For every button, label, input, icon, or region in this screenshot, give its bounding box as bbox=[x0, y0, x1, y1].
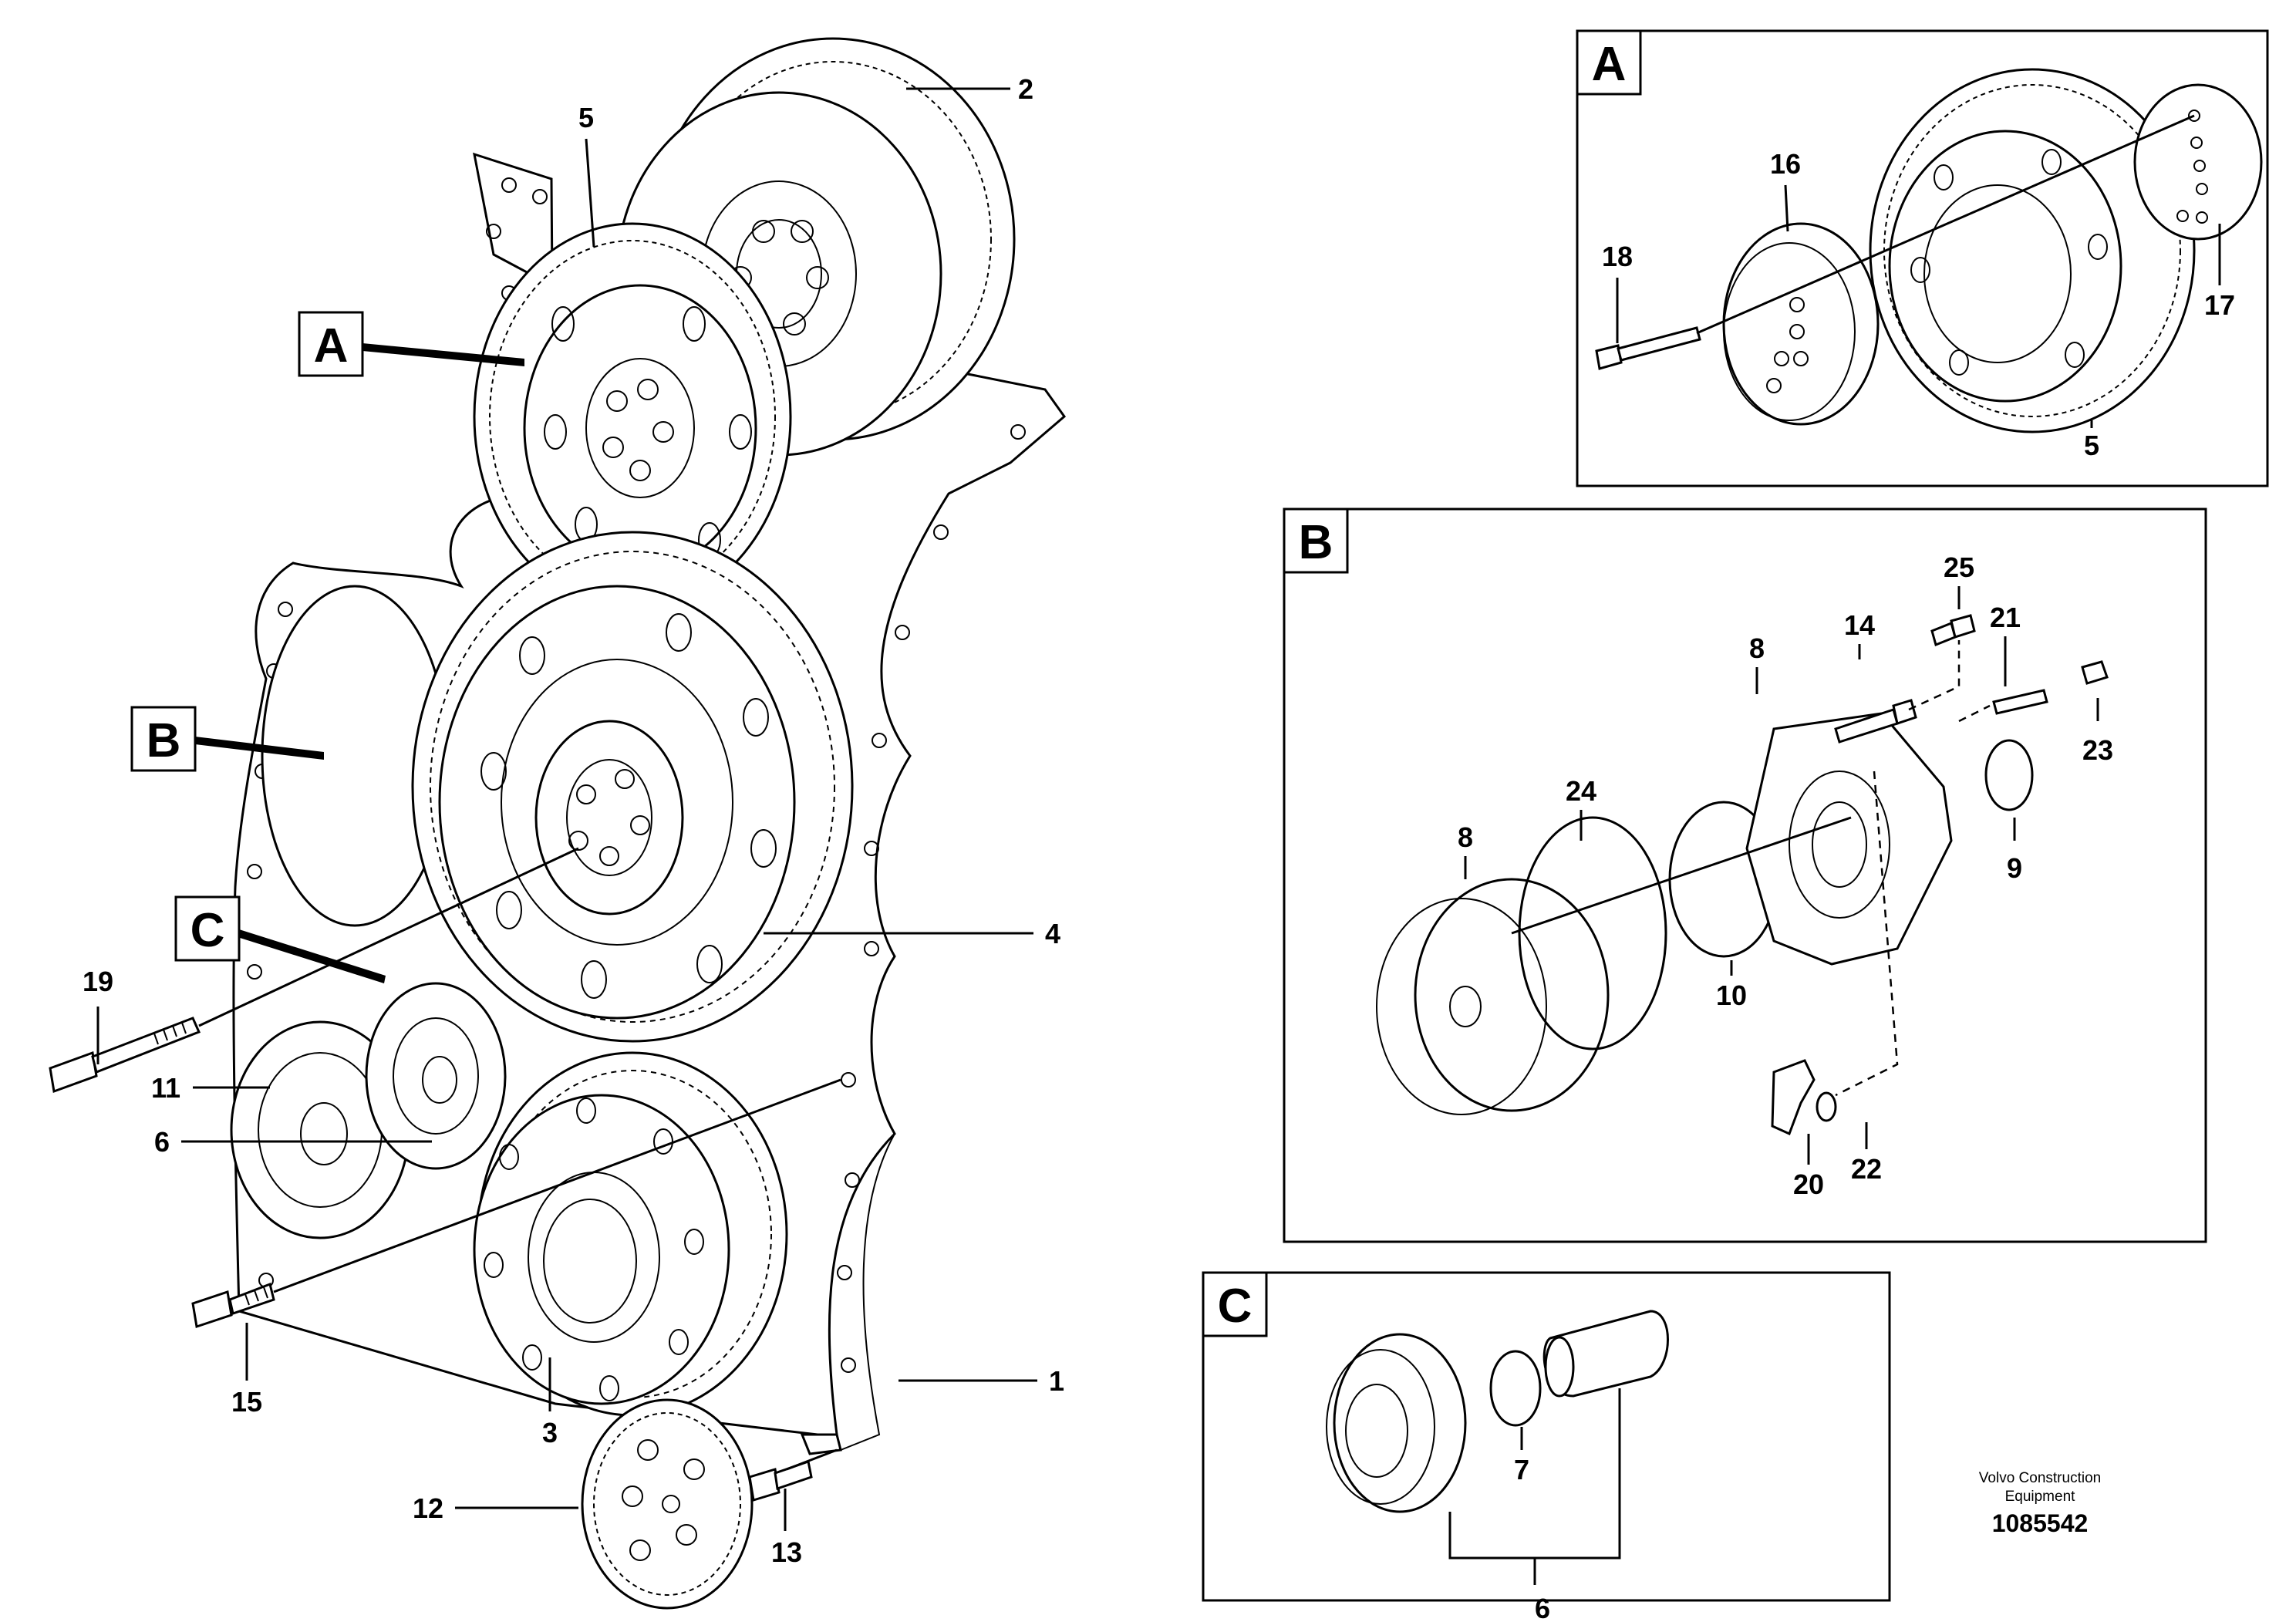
item-label: 2 bbox=[1018, 73, 1033, 105]
item-label: 15 bbox=[231, 1386, 262, 1418]
brand-line-2: Equipment bbox=[2004, 1489, 2075, 1505]
item-label: 1 bbox=[1049, 1365, 1064, 1397]
bracket-20 bbox=[1771, 1059, 1816, 1136]
item-label: 17 bbox=[2204, 289, 2235, 321]
snap-ring-7 bbox=[1489, 1350, 1542, 1427]
svg-text:A: A bbox=[1592, 38, 1627, 91]
shaft-c bbox=[1542, 1310, 1669, 1398]
detail-panel-c: C 7 6 bbox=[1202, 1271, 1891, 1622]
bolt-14 bbox=[1834, 699, 1917, 744]
shim-plate-17 bbox=[2133, 83, 2263, 241]
bolt-18 bbox=[1595, 326, 1701, 370]
bearing-housing bbox=[1745, 712, 1953, 966]
item-label: 8 bbox=[1749, 632, 1765, 664]
item-label: 14 bbox=[1844, 609, 1875, 641]
callout-b[interactable]: B bbox=[130, 706, 197, 772]
item-label: 5 bbox=[2084, 430, 2099, 461]
item-label: 8 bbox=[1458, 821, 1473, 853]
snap-ring-9 bbox=[1984, 739, 2034, 811]
svg-text:C: C bbox=[190, 904, 225, 957]
item-label: 20 bbox=[1793, 1168, 1824, 1200]
svg-text:A: A bbox=[314, 319, 349, 373]
svg-text:B: B bbox=[1299, 516, 1333, 569]
item-label: 5 bbox=[578, 102, 594, 133]
item-label: 23 bbox=[2082, 734, 2113, 766]
bolt-15 bbox=[191, 1282, 275, 1328]
item-label: 4 bbox=[1045, 918, 1060, 949]
bolt-13 bbox=[748, 1460, 813, 1502]
crankshaft-gear bbox=[473, 1051, 788, 1417]
item-label: 13 bbox=[771, 1536, 802, 1568]
main-leader-lines bbox=[96, 87, 1037, 1531]
plug-23 bbox=[2081, 660, 2109, 685]
oil-pump-gear bbox=[581, 1398, 754, 1610]
small-gear-pair bbox=[230, 982, 507, 1239]
item-label: 6 bbox=[1535, 1593, 1550, 1622]
large-idler-gear bbox=[411, 531, 854, 1043]
detail-panel-b: B bbox=[1283, 508, 2207, 1243]
gear-5-detail bbox=[1869, 68, 2196, 433]
detail-panel-a: A bbox=[1576, 29, 2269, 487]
svg-text:B: B bbox=[147, 714, 181, 767]
item-label: 9 bbox=[2007, 852, 2022, 884]
item-label: 25 bbox=[1944, 551, 1974, 583]
item-label: 16 bbox=[1770, 148, 1801, 180]
svg-text:C: C bbox=[1218, 1280, 1253, 1333]
main-item-numbers: 1 2 3 4 5 6 11 12 13 15 19 bbox=[83, 73, 1064, 1568]
item-label: 24 bbox=[1566, 775, 1596, 807]
item-label: 21 bbox=[1990, 602, 2021, 633]
item-label: 3 bbox=[542, 1417, 558, 1448]
document-number: 1085542 bbox=[1991, 1509, 2089, 1537]
brand-credit: Volvo Construction Equipment bbox=[1951, 1469, 2129, 1506]
item-label: 6 bbox=[154, 1126, 170, 1158]
bolt-19 bbox=[49, 1017, 201, 1094]
upper-idler-gear bbox=[473, 222, 792, 611]
item-label: 18 bbox=[1602, 241, 1633, 272]
washer-plate-16 bbox=[1722, 222, 1880, 426]
o-ring-24 bbox=[1518, 816, 1667, 1050]
bearing-c bbox=[1326, 1333, 1467, 1513]
callout-c[interactable]: C bbox=[174, 895, 241, 962]
item-label: 11 bbox=[151, 1072, 180, 1104]
cover-cap-8 bbox=[1376, 878, 1610, 1115]
bolt-25 bbox=[1930, 614, 1976, 647]
callout-a[interactable]: A bbox=[298, 311, 364, 377]
item-label: 22 bbox=[1851, 1153, 1882, 1185]
item-label: 12 bbox=[413, 1492, 443, 1524]
item-label: 7 bbox=[1514, 1454, 1529, 1485]
pin-21 bbox=[1992, 689, 2048, 715]
brand-line-1: Volvo Construction bbox=[1978, 1470, 2102, 1486]
item-label: 10 bbox=[1716, 980, 1747, 1011]
washer-22 bbox=[1816, 1091, 1837, 1122]
item-label: 19 bbox=[83, 966, 113, 997]
detail-pointers bbox=[195, 343, 524, 983]
